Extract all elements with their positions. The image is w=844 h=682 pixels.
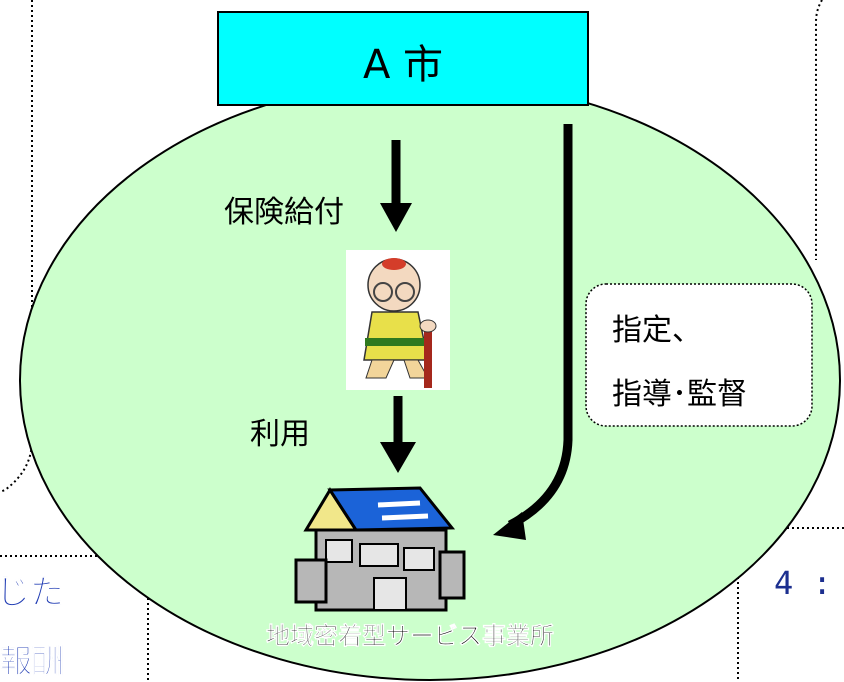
use-arrow-head [380, 442, 416, 473]
authority-line-2: 指導･監督 [612, 377, 747, 412]
elderly-person-icon [346, 250, 450, 390]
bg-right-text: 4 : [774, 564, 832, 602]
bg-right-top-box [815, 0, 823, 260]
bg-left-text-2: 報酬 [0, 642, 64, 680]
facility-building-icon [294, 486, 466, 612]
authority-line-1: 指定、 [612, 313, 702, 348]
facility-label: 地域密着型サービス事業所 [266, 622, 554, 650]
benefit-arrow-head [380, 203, 412, 232]
bg-left-text-1: じた [0, 573, 64, 613]
authority-arrow-head [493, 512, 526, 540]
city-box [217, 11, 589, 106]
authority-box [585, 283, 813, 427]
city-label: A 市 [363, 42, 443, 88]
use-label: 利用 [250, 417, 310, 452]
benefit-label: 保険給付 [224, 195, 344, 230]
bg-left-bottom-box [0, 555, 149, 682]
